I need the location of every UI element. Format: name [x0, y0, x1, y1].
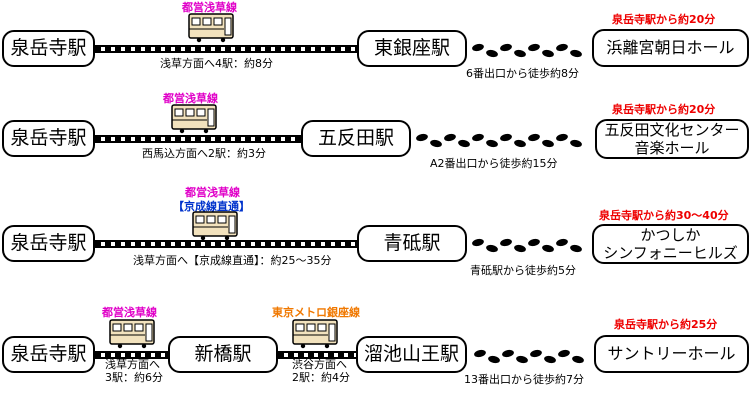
footprint [541, 138, 555, 149]
footprint [457, 138, 471, 149]
leg-label: 浅草方面へ 3駅：約6分 [105, 358, 163, 384]
walk-label: A2番出口から徒歩約15分 [430, 157, 558, 170]
line-name: 東京メトロ銀座線 [272, 306, 360, 319]
train-icon [109, 319, 155, 349]
origin-station: 泉岳寺駅 [2, 30, 95, 67]
footprint [415, 132, 429, 143]
footprint [513, 48, 527, 59]
footprint [513, 138, 527, 149]
transfer-station: 新橋駅 [168, 336, 278, 373]
footprint [471, 42, 485, 53]
leg-label: 浅草方面へ4駅：約8分 [160, 57, 273, 70]
footprint [569, 48, 583, 59]
footprint [571, 354, 585, 365]
line-name: 都営浅草線 [185, 186, 240, 199]
total-time-note: 泉岳寺駅から約25分 [614, 318, 718, 331]
line-name: 都営浅草線 [102, 306, 157, 319]
venue-line: かつしか [640, 226, 701, 244]
footprint [513, 243, 527, 254]
leg-label-line: 浅草方面へ [105, 358, 160, 371]
venue-line: 音楽ホール [634, 139, 710, 157]
walk-label: 13番出口から徒歩約7分 [464, 373, 584, 386]
venue-line: シンフォニーヒルズ [603, 244, 738, 262]
venue: 五反田文化センター 音楽ホール [595, 119, 749, 159]
footprint [501, 348, 515, 359]
footprint [471, 237, 485, 248]
train-icon [192, 211, 238, 241]
leg-label-line: 3駅：約6分 [105, 371, 163, 384]
total-time-note: 泉岳寺駅から約20分 [612, 103, 716, 116]
line-name: 都営浅草線 [182, 1, 237, 14]
origin-station: 泉岳寺駅 [2, 225, 95, 262]
origin-station: 泉岳寺駅 [2, 120, 95, 157]
footprint [485, 138, 499, 149]
footprint [527, 132, 541, 143]
leg-label-line: 2駅：約4分 [292, 371, 350, 384]
footprint [569, 243, 583, 254]
origin-station: 泉岳寺駅 [2, 336, 95, 373]
footprint [485, 48, 499, 59]
direct-service-label: 【京成線直通】 [173, 200, 250, 213]
train-track [95, 45, 357, 53]
line-name: 都営浅草線 [163, 92, 218, 105]
footprint [471, 132, 485, 143]
train-track [95, 351, 168, 359]
footprint [473, 348, 487, 359]
footprint [515, 354, 529, 365]
footprint [527, 237, 541, 248]
destination-station: 青砥駅 [357, 225, 467, 262]
footprint [443, 132, 457, 143]
footprint [429, 138, 443, 149]
venue: かつしか シンフォニーヒルズ [592, 224, 749, 264]
train-track [95, 240, 357, 248]
footprint [555, 237, 569, 248]
walk-label: 6番出口から徒歩約8分 [466, 67, 579, 80]
footprint [529, 348, 543, 359]
destination-station: 東銀座駅 [357, 30, 467, 67]
footprint [499, 42, 513, 53]
destination-station: 溜池山王駅 [356, 336, 467, 373]
footprint [557, 348, 571, 359]
train-track [95, 135, 301, 143]
footprint [543, 354, 557, 365]
venue: サントリーホール [594, 335, 749, 373]
total-time-note: 泉岳寺駅から約30～40分 [599, 209, 729, 222]
footprint [569, 138, 583, 149]
train-icon [188, 13, 234, 43]
destination-station: 五反田駅 [301, 120, 411, 157]
walk-label: 青砥駅から徒歩約5分 [470, 264, 576, 277]
leg-label-line: 渋谷方面へ [292, 358, 347, 371]
leg-label: 浅草方面へ【京成線直通】：約25～35分 [133, 254, 332, 267]
leg-label: 渋谷方面へ 2駅：約4分 [292, 358, 350, 384]
footprint [485, 243, 499, 254]
total-time-note: 泉岳寺駅から約20分 [612, 13, 716, 26]
footprint [555, 132, 569, 143]
footprint [527, 42, 541, 53]
venue: 浜離宮朝日ホール [592, 29, 749, 67]
footprint [541, 48, 555, 59]
train-icon [292, 319, 338, 349]
venue-line: 五反田文化センター [604, 121, 740, 139]
footprint [499, 132, 513, 143]
leg-label: 西馬込方面へ2駅：約3分 [142, 147, 266, 160]
train-icon [171, 104, 217, 134]
footprint [555, 42, 569, 53]
footprint [487, 354, 501, 365]
train-track [278, 351, 356, 359]
footprint [541, 243, 555, 254]
footprint [499, 237, 513, 248]
